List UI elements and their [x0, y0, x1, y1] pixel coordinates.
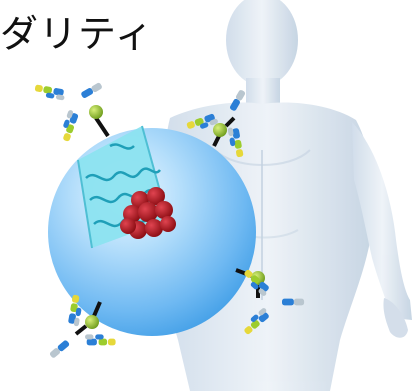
antibody-top-left [30, 56, 118, 145]
headline-text: ダリティ [0, 10, 180, 58]
